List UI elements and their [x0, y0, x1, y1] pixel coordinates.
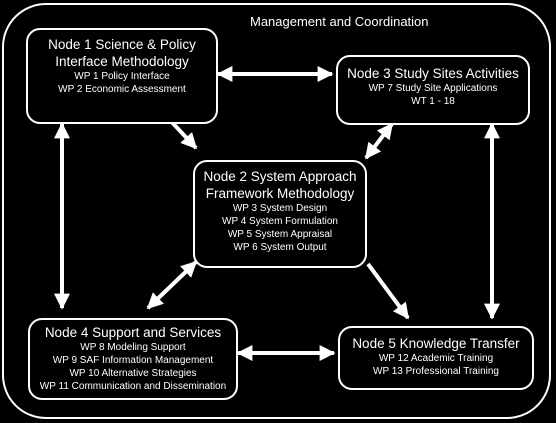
node-5-title: Node 5 Knowledge Transfer	[352, 336, 520, 351]
node-5-item: WP 13 Professional Training	[373, 366, 499, 377]
node-1-item: WP 2 Economic Assessment	[58, 84, 186, 95]
management-coordination-frame	[2, 3, 551, 419]
node-3-item: WP 7 Study Site Applications	[368, 83, 498, 94]
node-1-title: Interface Methodology	[55, 54, 189, 69]
arrow-node2-node4	[146, 260, 198, 310]
node-4-box: Node 4 Support and Services WP 8 Modelin…	[28, 318, 238, 400]
node-2-item: WP 4 System Formulation	[222, 216, 338, 227]
node-5-item: WP 12 Academic Training	[378, 353, 494, 364]
node-1-item: WP 1 Policy Interface	[74, 71, 170, 82]
node-2-box: Node 2 System Approach Framework Methodo…	[193, 160, 367, 268]
node-4-item: WP 11 Communication and Dissemination	[39, 381, 227, 392]
frame-title: Management and Coordination	[250, 14, 429, 29]
arrow-node2-node5	[366, 262, 410, 320]
node-3-item: WT 1 - 18	[411, 96, 455, 107]
node-4-item: WP 10 Alternative Strategies	[69, 368, 197, 379]
node-5-box: Node 5 Knowledge Transfer WP 12 Academic…	[338, 326, 534, 390]
node-2-item: WP 5 System Appraisal	[227, 229, 333, 240]
node-4-item: WP 9 SAF Information Management	[52, 355, 214, 366]
node-4-item: WP 8 Modeling Support	[80, 342, 186, 353]
node-3-title: Node 3 Study Sites Activities	[347, 66, 519, 81]
node-1-title: Node 1 Science & Policy	[48, 37, 196, 52]
node-2-item: WP 3 System Design	[232, 203, 328, 214]
node-4-title: Node 4 Support and Services	[44, 325, 222, 340]
node-2-title: Framework Methodology	[205, 186, 355, 201]
arrow-node2-node3	[364, 122, 394, 160]
node-2-title: Node 2 System Approach	[203, 169, 357, 184]
node-1-box: Node 1 Science & Policy Interface Method…	[26, 28, 218, 124]
node-3-box: Node 3 Study Sites Activities WP 7 Study…	[336, 55, 530, 125]
node-2-item: WP 6 System Output	[233, 242, 327, 253]
